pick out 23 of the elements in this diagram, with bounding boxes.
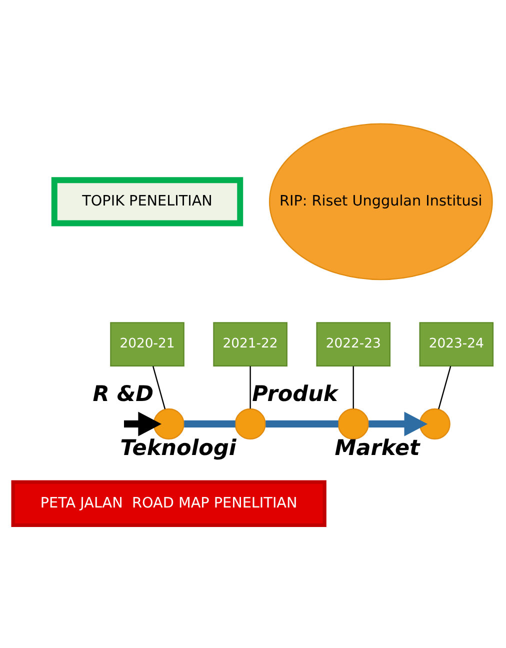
connector bbox=[184, 420, 236, 428]
node-box: 2022-23 bbox=[316, 322, 390, 366]
node-box: 2023-24 bbox=[419, 322, 494, 366]
arrow bbox=[368, 411, 428, 436]
arrow bbox=[124, 411, 162, 436]
connector bbox=[438, 366, 452, 409]
node-label: Market bbox=[334, 435, 420, 460]
node-circle bbox=[419, 408, 450, 440]
node-box: TOPIK PENELITIAN bbox=[51, 176, 244, 226]
node-label: Teknologi bbox=[120, 435, 236, 460]
node-circle bbox=[338, 408, 369, 440]
node-box: 2020-21 bbox=[110, 322, 184, 366]
connector bbox=[152, 366, 166, 409]
connector bbox=[250, 366, 251, 408]
connector bbox=[266, 420, 338, 428]
node-box: 2021-22 bbox=[213, 322, 288, 366]
node-label: Produk bbox=[252, 382, 338, 407]
connector bbox=[352, 366, 354, 408]
node-label: R &D bbox=[92, 382, 154, 407]
node-ellipse: RIP: Riset Unggulan Institusi bbox=[268, 122, 493, 280]
node-circle bbox=[234, 408, 266, 440]
node-circle bbox=[153, 408, 184, 440]
node-box: PETA JALAN ROAD MAP PENELITIAN bbox=[11, 480, 326, 526]
